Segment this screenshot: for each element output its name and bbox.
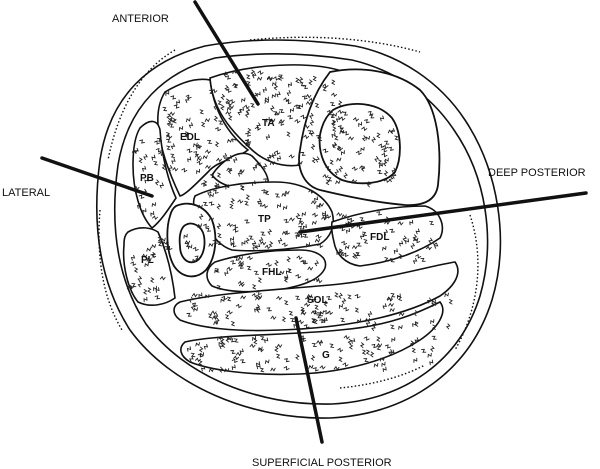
leader-line-deep-posterior (298, 191, 588, 234)
label-fhl: FHL (262, 267, 281, 278)
leader-line-superficial-posterior (294, 316, 324, 444)
leader-line-anterior (193, 0, 260, 106)
muscle-pl (122, 227, 176, 307)
label-g: G (322, 350, 330, 361)
vein-bottom (339, 364, 426, 389)
bone-fibula-inner (178, 222, 206, 264)
vein-left (107, 49, 176, 161)
fascia-outline (114, 52, 489, 405)
label-superficial-posterior: SUPERFICIAL POSTERIOR (252, 457, 392, 469)
leader-line-lateral (40, 156, 154, 198)
label-lateral: LATERAL (2, 187, 50, 199)
label-deep-posterior: DEEP POSTERIOR (488, 167, 586, 179)
vein-top (249, 36, 421, 53)
label-tp: TP (258, 214, 271, 225)
vein-right (454, 214, 479, 351)
skin-outline (96, 39, 502, 419)
label-sol: SOL (307, 295, 328, 306)
muscle-pb (132, 120, 177, 230)
vein-lower-left (98, 209, 123, 331)
label-pl: PL (141, 255, 154, 266)
muscle-sol (173, 261, 459, 332)
label-fdl: FDL (370, 232, 389, 243)
label-anterior: ANTERIOR (112, 13, 169, 25)
muscle-texture (126, 69, 453, 373)
bone-tibia-inner (318, 103, 401, 185)
label-edl: EDL (180, 132, 200, 143)
label-pb: PB (140, 173, 154, 184)
muscle-fdl (330, 205, 444, 267)
label-ta: TA (262, 118, 275, 129)
muscle-g (180, 300, 444, 376)
